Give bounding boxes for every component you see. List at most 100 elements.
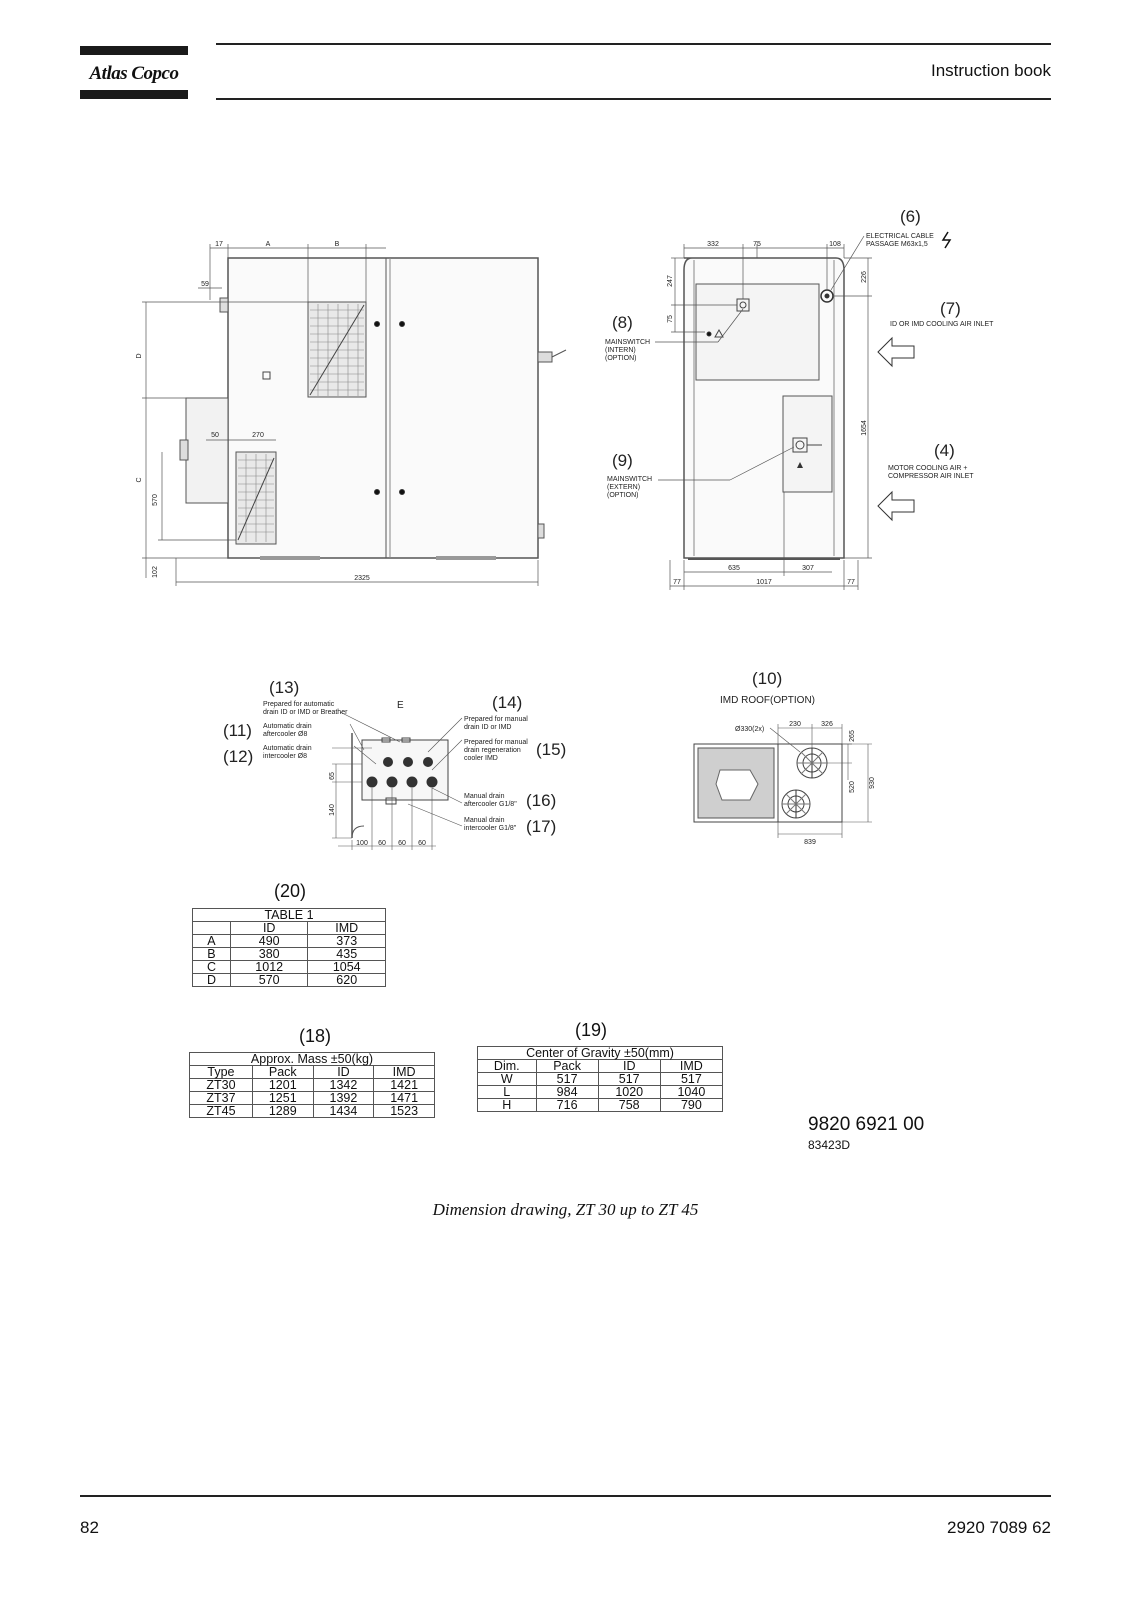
page-number: 82: [80, 1518, 99, 1537]
dim-1654: 1654: [861, 420, 868, 436]
atlas-copco-logo: Atlas Copco: [80, 46, 188, 99]
svg-text:drain ID or IMD or Breather: drain ID or IMD or Breather: [263, 709, 348, 716]
dim-a: A: [266, 241, 271, 248]
svg-text:COMPRESSOR AIR INLET: COMPRESSOR AIR INLET: [888, 473, 974, 480]
imd-roof-title: IMD ROOF(OPTION): [720, 695, 815, 706]
imd-roof-view: (10) IMD ROOF(OPTION): [693, 669, 876, 846]
svg-text:PASSAGE M63x1,5: PASSAGE M63x1,5: [866, 241, 928, 248]
dim-75: 75: [753, 241, 761, 248]
mass-table-title: Approx. Mass ±50(kg): [189, 1052, 435, 1066]
dim-270: 270: [252, 432, 264, 439]
dim-520: 520: [849, 781, 856, 793]
svg-text:Prepared for automatic: Prepared for automatic: [263, 701, 335, 708]
dim-50: 50: [211, 432, 219, 439]
svg-text:Automatic drain: Automatic drain: [263, 723, 312, 730]
dim-2325: 2325: [354, 575, 370, 582]
callout-16: (16): [526, 791, 556, 810]
svg-text:(OPTION): (OPTION): [605, 355, 637, 362]
callout-4: (4): [934, 441, 955, 460]
cog-table-callout: (19): [575, 1020, 608, 1040]
dim-77-left: 77: [673, 579, 681, 586]
svg-text:MAINSWITCH: MAINSWITCH: [605, 339, 650, 346]
dim-c: C: [136, 477, 143, 482]
detail-e: E: [223, 678, 566, 850]
dim-839: 839: [804, 839, 816, 846]
svg-text:(OPTION): (OPTION): [607, 492, 639, 499]
dim-332: 332: [707, 241, 719, 248]
dim-60-a: 60: [378, 840, 386, 847]
drawing-number: 9820 6921 00: [808, 1114, 925, 1135]
table1-callout: (20): [274, 881, 307, 901]
dim-dia-330: Ø330(2x): [735, 726, 764, 733]
dim-1017: 1017: [756, 579, 772, 586]
svg-text:Automatic drain: Automatic drain: [263, 745, 312, 752]
dim-59: 59: [201, 281, 209, 288]
svg-text:(INTERN): (INTERN): [605, 347, 636, 354]
svg-text:drain regeneration: drain regeneration: [464, 747, 521, 754]
dim-230: 230: [789, 721, 801, 728]
dim-265: 265: [849, 730, 856, 742]
dim-100: 100: [356, 840, 368, 847]
dim-930: 930: [869, 777, 876, 789]
svg-text:intercooler G1/8": intercooler G1/8": [464, 825, 517, 832]
dim-570: 570: [152, 494, 159, 506]
svg-text:Manual drain: Manual drain: [464, 817, 505, 824]
dim-b: B: [335, 241, 340, 248]
svg-text:Manual drain: Manual drain: [464, 793, 505, 800]
dim-102: 102: [152, 566, 159, 578]
logo-text: Atlas Copco: [89, 63, 179, 84]
detail-e-label: E: [397, 700, 404, 711]
header-rule-top: [216, 43, 1051, 45]
callout-12: (12): [223, 747, 253, 766]
svg-text:aftercooler G1/8": aftercooler G1/8": [464, 801, 517, 808]
svg-text:ID OR IMD COOLING AIR INLET: ID OR IMD COOLING AIR INLET: [890, 321, 994, 328]
svg-text:MOTOR COOLING AIR +: MOTOR COOLING AIR +: [888, 465, 967, 472]
svg-text:cooler IMD: cooler IMD: [464, 755, 498, 762]
drawing-code: 83423D: [808, 1138, 851, 1152]
callout-15: (15): [536, 740, 566, 759]
dim-60-c: 60: [418, 840, 426, 847]
front-view: 332 75 108 247 75 226 1654 635 307 77 10…: [605, 207, 994, 590]
svg-text:Prepared for manual: Prepared for manual: [464, 739, 528, 746]
svg-text:intercooler Ø8: intercooler Ø8: [263, 753, 307, 760]
dim-635: 635: [728, 565, 740, 572]
svg-text:drain ID or IMD: drain ID or IMD: [464, 724, 511, 731]
document-number: 2920 7089 62: [947, 1518, 1051, 1537]
dim-d: D: [136, 353, 143, 358]
figure-caption: Dimension drawing, ZT 30 up to ZT 45: [432, 1200, 699, 1219]
callout-14: (14): [492, 693, 522, 712]
callout-17: (17): [526, 817, 556, 836]
callout-11: (11): [223, 721, 252, 740]
mass-table-callout: (18): [299, 1026, 332, 1046]
dim-326: 326: [821, 721, 833, 728]
dim-247: 247: [667, 275, 674, 287]
dim-75b: 75: [667, 315, 674, 323]
svg-text:Prepared for manual: Prepared for manual: [464, 716, 528, 723]
dim-65: 65: [329, 772, 336, 780]
callout-13: (13): [269, 678, 299, 697]
dim-108: 108: [829, 241, 841, 248]
callout-6: (6): [900, 207, 921, 226]
svg-text:aftercooler Ø8: aftercooler Ø8: [263, 731, 307, 738]
svg-text:ELECTRICAL CABLE: ELECTRICAL CABLE: [866, 233, 934, 240]
header-title: Instruction book: [930, 61, 1051, 80]
table1-title: TABLE 1: [192, 908, 386, 922]
callout-10: (10): [752, 669, 782, 688]
callout-8: (8): [612, 313, 633, 332]
cog-table-title: Center of Gravity ±50(mm): [477, 1046, 723, 1060]
callout-9: (9): [612, 451, 633, 470]
dim-226: 226: [861, 271, 868, 283]
dim-17: 17: [215, 241, 223, 248]
